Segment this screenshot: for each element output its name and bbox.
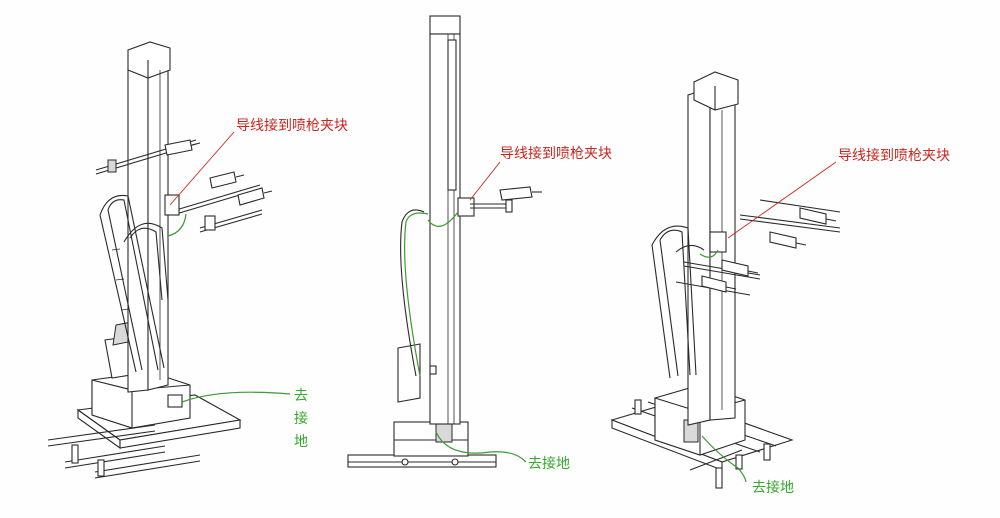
right-ground-cable xyxy=(701,435,747,483)
left-ground-label-char-2: 接 xyxy=(294,410,308,427)
center-machine xyxy=(347,15,542,468)
right-ground-label: 去接地 xyxy=(752,479,794,496)
left-ground-cable xyxy=(181,391,291,403)
left-machine xyxy=(47,41,291,479)
center-cable-hose-inner xyxy=(404,212,429,377)
right-machine xyxy=(610,71,841,489)
center-gun-carriage xyxy=(457,186,542,217)
left-cable-chain xyxy=(99,194,169,373)
left-gun-clamp-leader xyxy=(169,131,235,206)
right-gun-clamp-label: 导线接到喷枪夹块 xyxy=(838,147,950,164)
right-gun-cable xyxy=(699,249,719,258)
center-base xyxy=(347,343,497,468)
center-column xyxy=(429,15,461,425)
right-gun-clamp-leader xyxy=(727,161,837,239)
center-gun-cable xyxy=(427,211,459,227)
center-gun-clamp-label: 导线接到喷枪夹块 xyxy=(500,145,612,162)
left-gun-rack xyxy=(95,139,273,233)
center-gun-clamp-leader xyxy=(469,161,501,201)
left-gun-clamp-label: 导线接到喷枪夹块 xyxy=(236,117,348,134)
left-column xyxy=(127,41,171,393)
right-gun-rack xyxy=(675,199,841,296)
center-ground-cable xyxy=(435,431,527,463)
right-column xyxy=(687,71,739,426)
left-ground-label-char-1: 去 xyxy=(294,388,308,404)
left-ground-label-char-3: 地 xyxy=(294,434,308,450)
right-cable-chain xyxy=(651,225,705,379)
left-gun-cable xyxy=(167,213,187,237)
center-cable-hose xyxy=(400,209,425,377)
center-ground-label: 去接地 xyxy=(528,455,570,472)
